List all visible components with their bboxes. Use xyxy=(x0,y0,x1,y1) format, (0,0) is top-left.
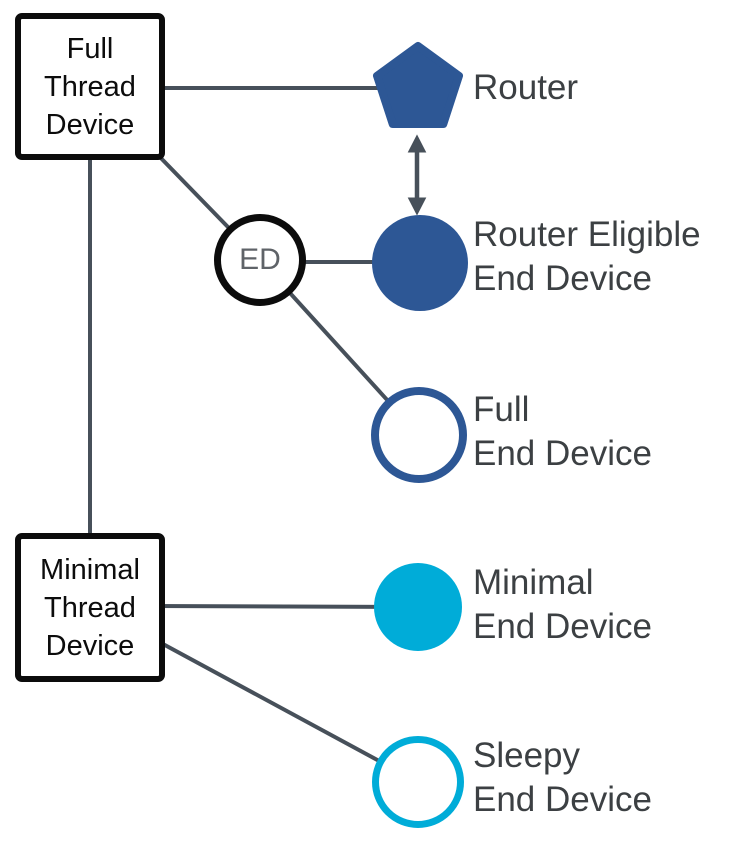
sleepy-end-device-icon xyxy=(372,736,464,828)
router-eligible-end-device-icon xyxy=(372,215,468,311)
full-end-device-label: Full End Device xyxy=(473,390,652,473)
edge-mtd-sed xyxy=(149,635,419,784)
router-eligible-end-device-label: Router Eligible End Device xyxy=(473,215,701,298)
full-thread-device-node: Full Thread Device xyxy=(15,13,165,160)
minimal-thread-device-node: Minimal Thread Device xyxy=(15,533,165,682)
router-pentagon-icon xyxy=(373,42,463,128)
sleepy-end-device-label: Sleepy End Device xyxy=(473,736,652,819)
minimal-end-device-label: Minimal End Device xyxy=(473,563,652,646)
full-end-device-icon xyxy=(371,387,467,483)
double-arrow-icon xyxy=(407,134,427,216)
router-label: Router xyxy=(473,68,579,107)
end-device-badge: ED xyxy=(214,214,306,306)
minimal-end-device-icon xyxy=(374,563,462,651)
edge-mtd-med xyxy=(149,604,419,609)
